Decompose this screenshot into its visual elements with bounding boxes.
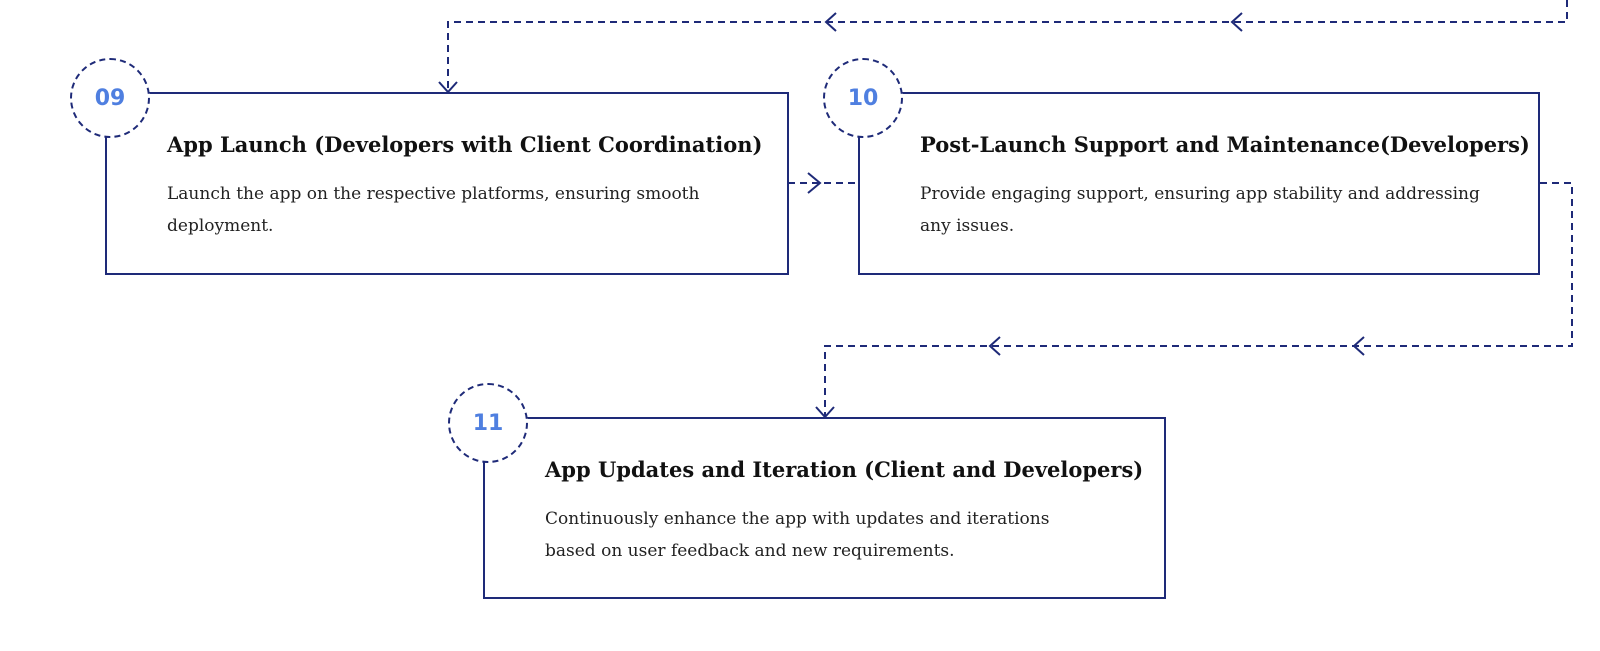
step-number-badge: 10: [823, 58, 903, 138]
step-title: App Updates and Iteration (Client and De…: [545, 457, 1144, 482]
arrow-right-icon: [807, 172, 822, 194]
step-description: Provide engaging support, ensuring app s…: [920, 184, 1480, 236]
arrow-left-icon: [824, 12, 837, 32]
arrow-left-icon: [1230, 12, 1243, 32]
step-number-badge: 09: [70, 58, 150, 138]
arrow-left-icon: [988, 336, 1001, 356]
step-card-11: App Updates and Iteration (Client and De…: [483, 417, 1166, 599]
step-card-09: App Launch (Developers with Client Coord…: [105, 92, 789, 275]
step-description: Continuously enhance the app with update…: [545, 509, 1050, 561]
step-description: Launch the app on the respective platfor…: [167, 184, 700, 236]
connector-to-step-09: [447, 0, 1568, 92]
connector-10-to-11: [824, 182, 1573, 417]
step-card-10: Post-Launch Support and Maintenance(Deve…: [858, 92, 1540, 275]
arrow-left-icon: [1352, 336, 1365, 356]
step-number-badge: 11: [448, 383, 528, 463]
step-title: Post-Launch Support and Maintenance(Deve…: [920, 132, 1530, 157]
step-title: App Launch (Developers with Client Coord…: [167, 132, 763, 157]
